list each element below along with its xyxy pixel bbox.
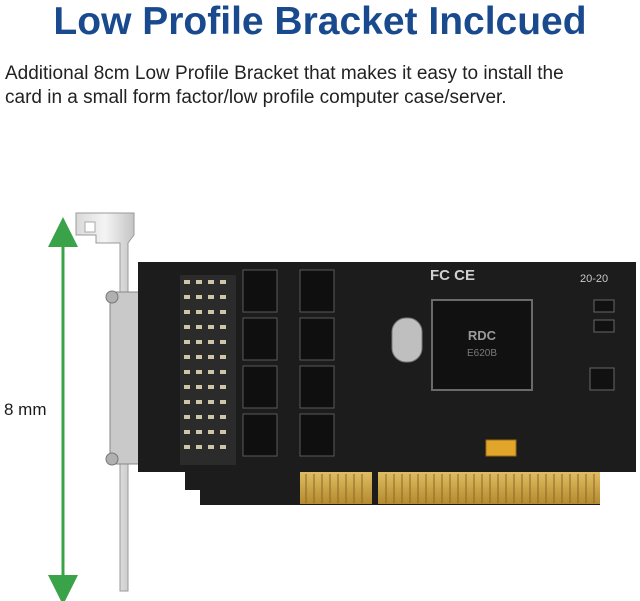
height-dimension-label: 8 mm (4, 400, 47, 419)
chip-brand: RDC (468, 328, 497, 343)
date-code: 20-20 (580, 273, 608, 285)
product-description: Additional 8cm Low Profile Bracket that … (5, 62, 640, 110)
certification-marks: FC CE (430, 267, 475, 284)
main-controller-chip: RDC E620B (431, 299, 533, 391)
component-array (180, 275, 236, 465)
driver-ics (242, 269, 335, 457)
description-line-1: Additional 8cm Low Profile Bracket that … (5, 63, 564, 84)
voltage-regulator (589, 299, 615, 391)
chip-model: E620B (467, 348, 497, 359)
tantalum-capacitor (485, 439, 517, 457)
description-line-2: card in a small form factor/low profile … (5, 87, 507, 108)
page-title: Low Profile Bracket Inclcued (53, 0, 587, 43)
crystal-oscillator (391, 317, 423, 363)
pci-edge-connector (300, 472, 600, 504)
